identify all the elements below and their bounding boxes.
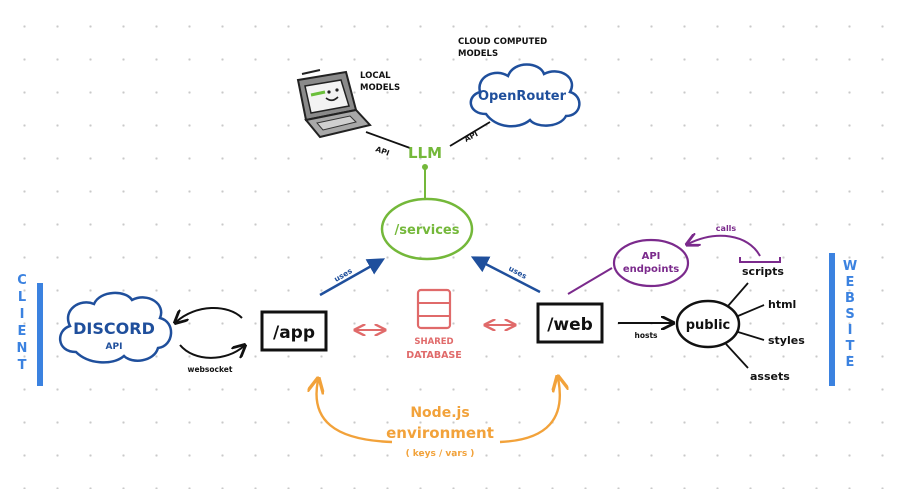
public-to-html-line (737, 304, 765, 317)
scripts-bracket (739, 257, 781, 263)
keys-vars-label: ( keys / vars ) (406, 449, 475, 459)
public-to-scripts-line (727, 282, 749, 307)
public-child-assets: assets (750, 370, 790, 383)
nodejs-label: Node.js (410, 405, 469, 421)
hosts-label: hosts (634, 331, 658, 340)
app-uses-services-arrow (319, 258, 386, 297)
public-ellipse (675, 299, 741, 349)
website-bar (829, 253, 835, 386)
llm-connector-dot (422, 164, 428, 170)
llm-label: LLM (408, 144, 442, 162)
api-endpoints-label-line2: endpoints (623, 264, 679, 275)
laptop-to-llm-line (365, 131, 411, 149)
api-endpoints-ellipse (612, 238, 690, 288)
env-to-app-arrow (317, 380, 393, 444)
database-icon (416, 288, 452, 330)
api-endpoints-to-web-line (567, 267, 613, 295)
shared-database-label-line1: SHARED (414, 337, 453, 347)
websocket-label: websocket (188, 365, 233, 374)
openrouter-cloud-shape (469, 63, 581, 128)
app-to-discord-arrow (176, 306, 243, 322)
public-child-html: html (768, 298, 796, 311)
cloud-models-label-line1: CLOUD COMPUTED (458, 37, 547, 47)
openrouter-label: OpenRouter (478, 89, 567, 104)
laptop-icon (296, 69, 372, 139)
app-box (260, 310, 328, 352)
openrouter-to-llm-line (449, 121, 491, 147)
discord-api-label: API (106, 342, 123, 352)
app-label: /app (273, 323, 315, 343)
client-bar (37, 283, 43, 386)
discord-label: DISCORD (73, 319, 155, 338)
uses-label-web: uses (507, 264, 529, 281)
env-to-web-arrow (499, 378, 560, 444)
web-box (536, 302, 604, 344)
public-child-scripts: scripts (742, 265, 784, 278)
environment-label: environment (386, 424, 494, 442)
scripts-calls-api-arrow (688, 236, 761, 257)
discord-cloud-shape (59, 291, 173, 364)
local-models-label-line1: LOCAL (360, 71, 391, 81)
public-to-assets-line (725, 343, 749, 369)
api-label-left: API (374, 144, 391, 157)
local-models-label-line2: MODELS (360, 83, 400, 93)
cloud-models-label-line2: MODELS (458, 49, 498, 59)
calls-label: calls (716, 224, 737, 233)
api-label-right: API (463, 129, 480, 144)
public-child-styles: styles (768, 334, 805, 347)
public-label: public (686, 318, 730, 333)
shared-database-label-line2: DATABASE (406, 350, 462, 361)
web-uses-services-arrow (470, 256, 541, 294)
services-ellipse (380, 197, 474, 261)
web-label: /web (547, 315, 593, 335)
public-to-styles-line (737, 331, 765, 341)
discord-to-app-arrow (179, 345, 244, 359)
api-endpoints-label-line1: API (642, 251, 661, 262)
services-label: /services (395, 223, 460, 238)
